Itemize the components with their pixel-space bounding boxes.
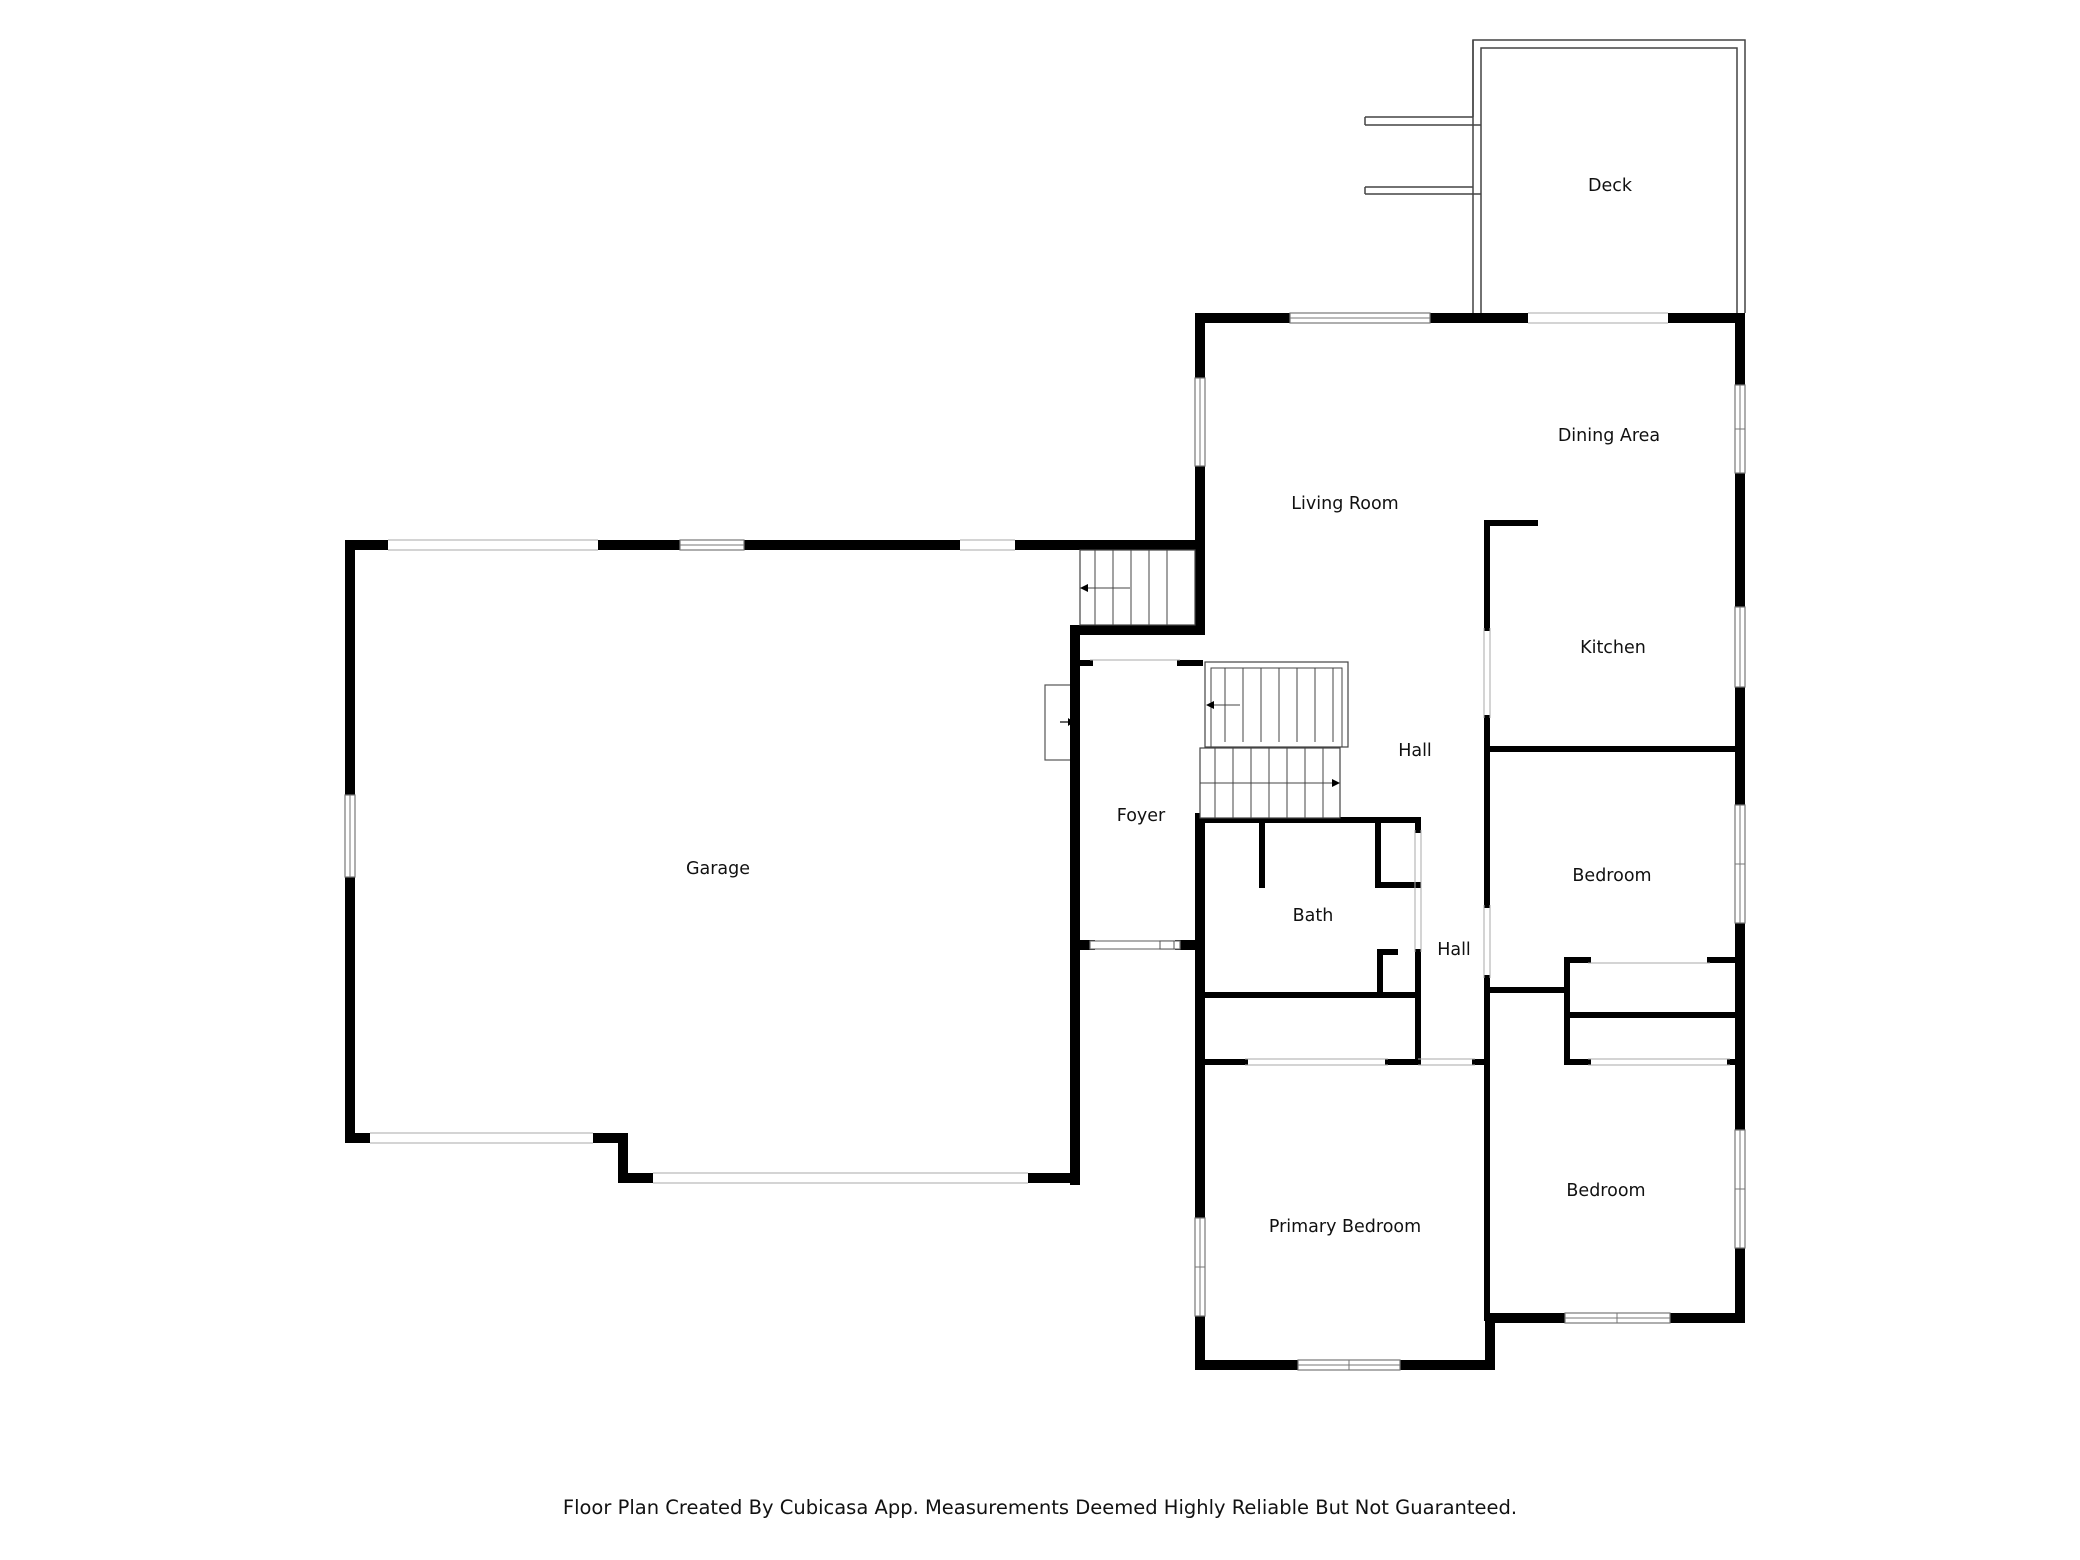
room-label-dining-area: Dining Area: [1558, 426, 1660, 446]
door-opening: [1528, 313, 1668, 323]
garage-steps: [1079, 549, 1196, 626]
room-label-bedroom-1: Bedroom: [1572, 866, 1651, 886]
garage-walls: [345, 540, 1205, 1185]
interior-walls: [1197, 520, 1743, 1321]
stairs: [1199, 661, 1349, 819]
room-label-deck: Deck: [1588, 176, 1633, 196]
room-label-hall-lower: Hall: [1437, 940, 1471, 960]
room-label-hall-upper: Hall: [1398, 741, 1432, 761]
room-label-primary-bedroom: Primary Bedroom: [1269, 1217, 1421, 1237]
floor-plan-caption: Floor Plan Created By Cubicasa App. Meas…: [562, 1496, 1518, 1519]
foyer-walls: [1070, 625, 1205, 1185]
room-label-garage: Garage: [686, 859, 750, 879]
room-label-bath: Bath: [1293, 906, 1334, 926]
room-label-foyer: Foyer: [1117, 806, 1166, 826]
main-house-walls: [1195, 313, 1745, 1370]
room-label-bedroom-2: Bedroom: [1566, 1181, 1645, 1201]
room-label-living-room: Living Room: [1291, 494, 1398, 514]
deck-outline: [1364, 39, 1746, 313]
room-label-kitchen: Kitchen: [1580, 638, 1646, 658]
